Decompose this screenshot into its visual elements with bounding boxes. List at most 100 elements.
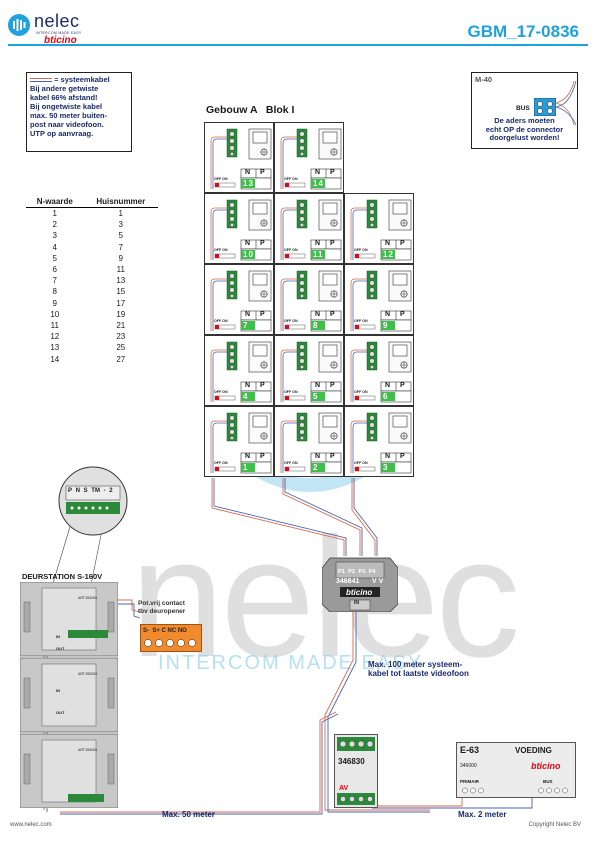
house-number-cell: 7 [118, 242, 123, 252]
n-value-cell: 12 [50, 332, 60, 342]
switch-label: OFF ON [284, 390, 298, 394]
videophone-icon [210, 412, 272, 474]
terminal-label: 2 [109, 488, 113, 494]
legend-box: = systeemkabel Bij andere getwiste kabel… [26, 72, 132, 152]
house-number-cell: 15 [116, 287, 126, 297]
unit-number: 7 [243, 321, 249, 330]
n-value-cell: 3 [52, 231, 57, 241]
n-label: N [385, 382, 391, 389]
switch-label: OFF ON [214, 177, 228, 181]
n-label: N [315, 311, 321, 318]
videophone-icon [280, 199, 342, 261]
in-label: IN [56, 634, 60, 639]
logo-tagline: INTERCOM MADE EASY [36, 31, 82, 35]
switch-label: OFF ON [284, 319, 298, 323]
videophone-icon [280, 341, 342, 403]
switch-label: OFF ON [354, 319, 368, 323]
legend-line: UTP op aanvraag. [30, 129, 94, 138]
psu-terminals [462, 787, 568, 794]
n-value-cell: 4 [52, 242, 57, 252]
unit-number: 2 [313, 463, 319, 472]
contact-module: S- S+ C NC NO [140, 624, 202, 652]
videophone-icon [280, 270, 342, 332]
legend-title-row: = systeemkabel [30, 75, 128, 84]
house-number-cell: 1 [118, 209, 123, 219]
p-label: P [260, 453, 265, 460]
module-346830: 346830 AV [334, 734, 378, 808]
table-header: N-waarde [26, 195, 84, 208]
unit-number: 14 [313, 179, 324, 188]
module-code: ART.352000 [78, 672, 98, 676]
unit-number: 1 [243, 463, 249, 472]
unit-number: 3 [383, 463, 389, 472]
bus-connector-icon [534, 98, 556, 116]
house-number-cell: 27 [116, 354, 126, 364]
videophone-icon [280, 412, 342, 474]
videophone-icon [350, 199, 412, 261]
unit-number: 13 [243, 179, 254, 188]
n-label: N [245, 382, 251, 389]
door-station-title: DEURSTATION S-160V [22, 572, 103, 581]
legend-line: Bij ongetwiste kabel [30, 102, 103, 111]
switch-label: OFF ON [354, 461, 368, 465]
p-label: P [330, 382, 335, 389]
n-label: N [315, 382, 321, 389]
unit-number: 9 [383, 321, 389, 330]
connector-zoom: P N S TM - 2 [58, 466, 128, 536]
house-number-cell: 11 [116, 265, 125, 275]
switch-label: OFF ON [284, 177, 298, 181]
distributor-ports: P1 P2 P3 P4 [338, 569, 376, 575]
n-value-cell: 10 [50, 309, 60, 319]
module-code: ART.351000 [78, 596, 98, 600]
unit-number: 4 [243, 392, 249, 401]
n-label: N [315, 240, 321, 247]
n-value-cell: 5 [52, 253, 57, 263]
n-label: N [315, 453, 321, 460]
unit-number: 8 [313, 321, 319, 330]
terminal-label: TM [91, 488, 100, 494]
p-label: P [330, 240, 335, 247]
legend-line: max. 50 meter buiten- [30, 111, 108, 120]
footer-website: www.nelec.com [10, 822, 52, 828]
switch-label: OFF ON [214, 390, 228, 394]
in-label: IN [56, 688, 60, 693]
p-label: P [400, 453, 405, 460]
psu-label: VOEDING [515, 746, 552, 755]
module-code: ART.353000 [78, 748, 98, 752]
terminal-label: - [103, 488, 106, 494]
n-label: N [245, 453, 251, 460]
switch-label: OFF ON [354, 390, 368, 394]
contact-title-line: tbv deuropener [138, 607, 186, 615]
house-number-cell: 19 [116, 309, 126, 319]
door-station-panels [20, 582, 118, 808]
p-label: P [400, 240, 405, 247]
zoom-circle [58, 466, 128, 536]
videophone-icon [210, 270, 272, 332]
footer-copyright: Copyright Nelec BV [528, 822, 581, 828]
distributor-brand: bticino [346, 588, 373, 597]
n-label: N [245, 311, 251, 318]
house-number-cell: 17 [116, 298, 126, 308]
note-line: Max. 100 meter systeem- [368, 660, 463, 669]
distributor-vv: V V [372, 578, 384, 585]
logo-text: nelec [34, 11, 80, 31]
p-label: P [330, 453, 335, 460]
psu-primair: PRIMAIR [460, 779, 479, 784]
videophone-icon [210, 199, 272, 261]
